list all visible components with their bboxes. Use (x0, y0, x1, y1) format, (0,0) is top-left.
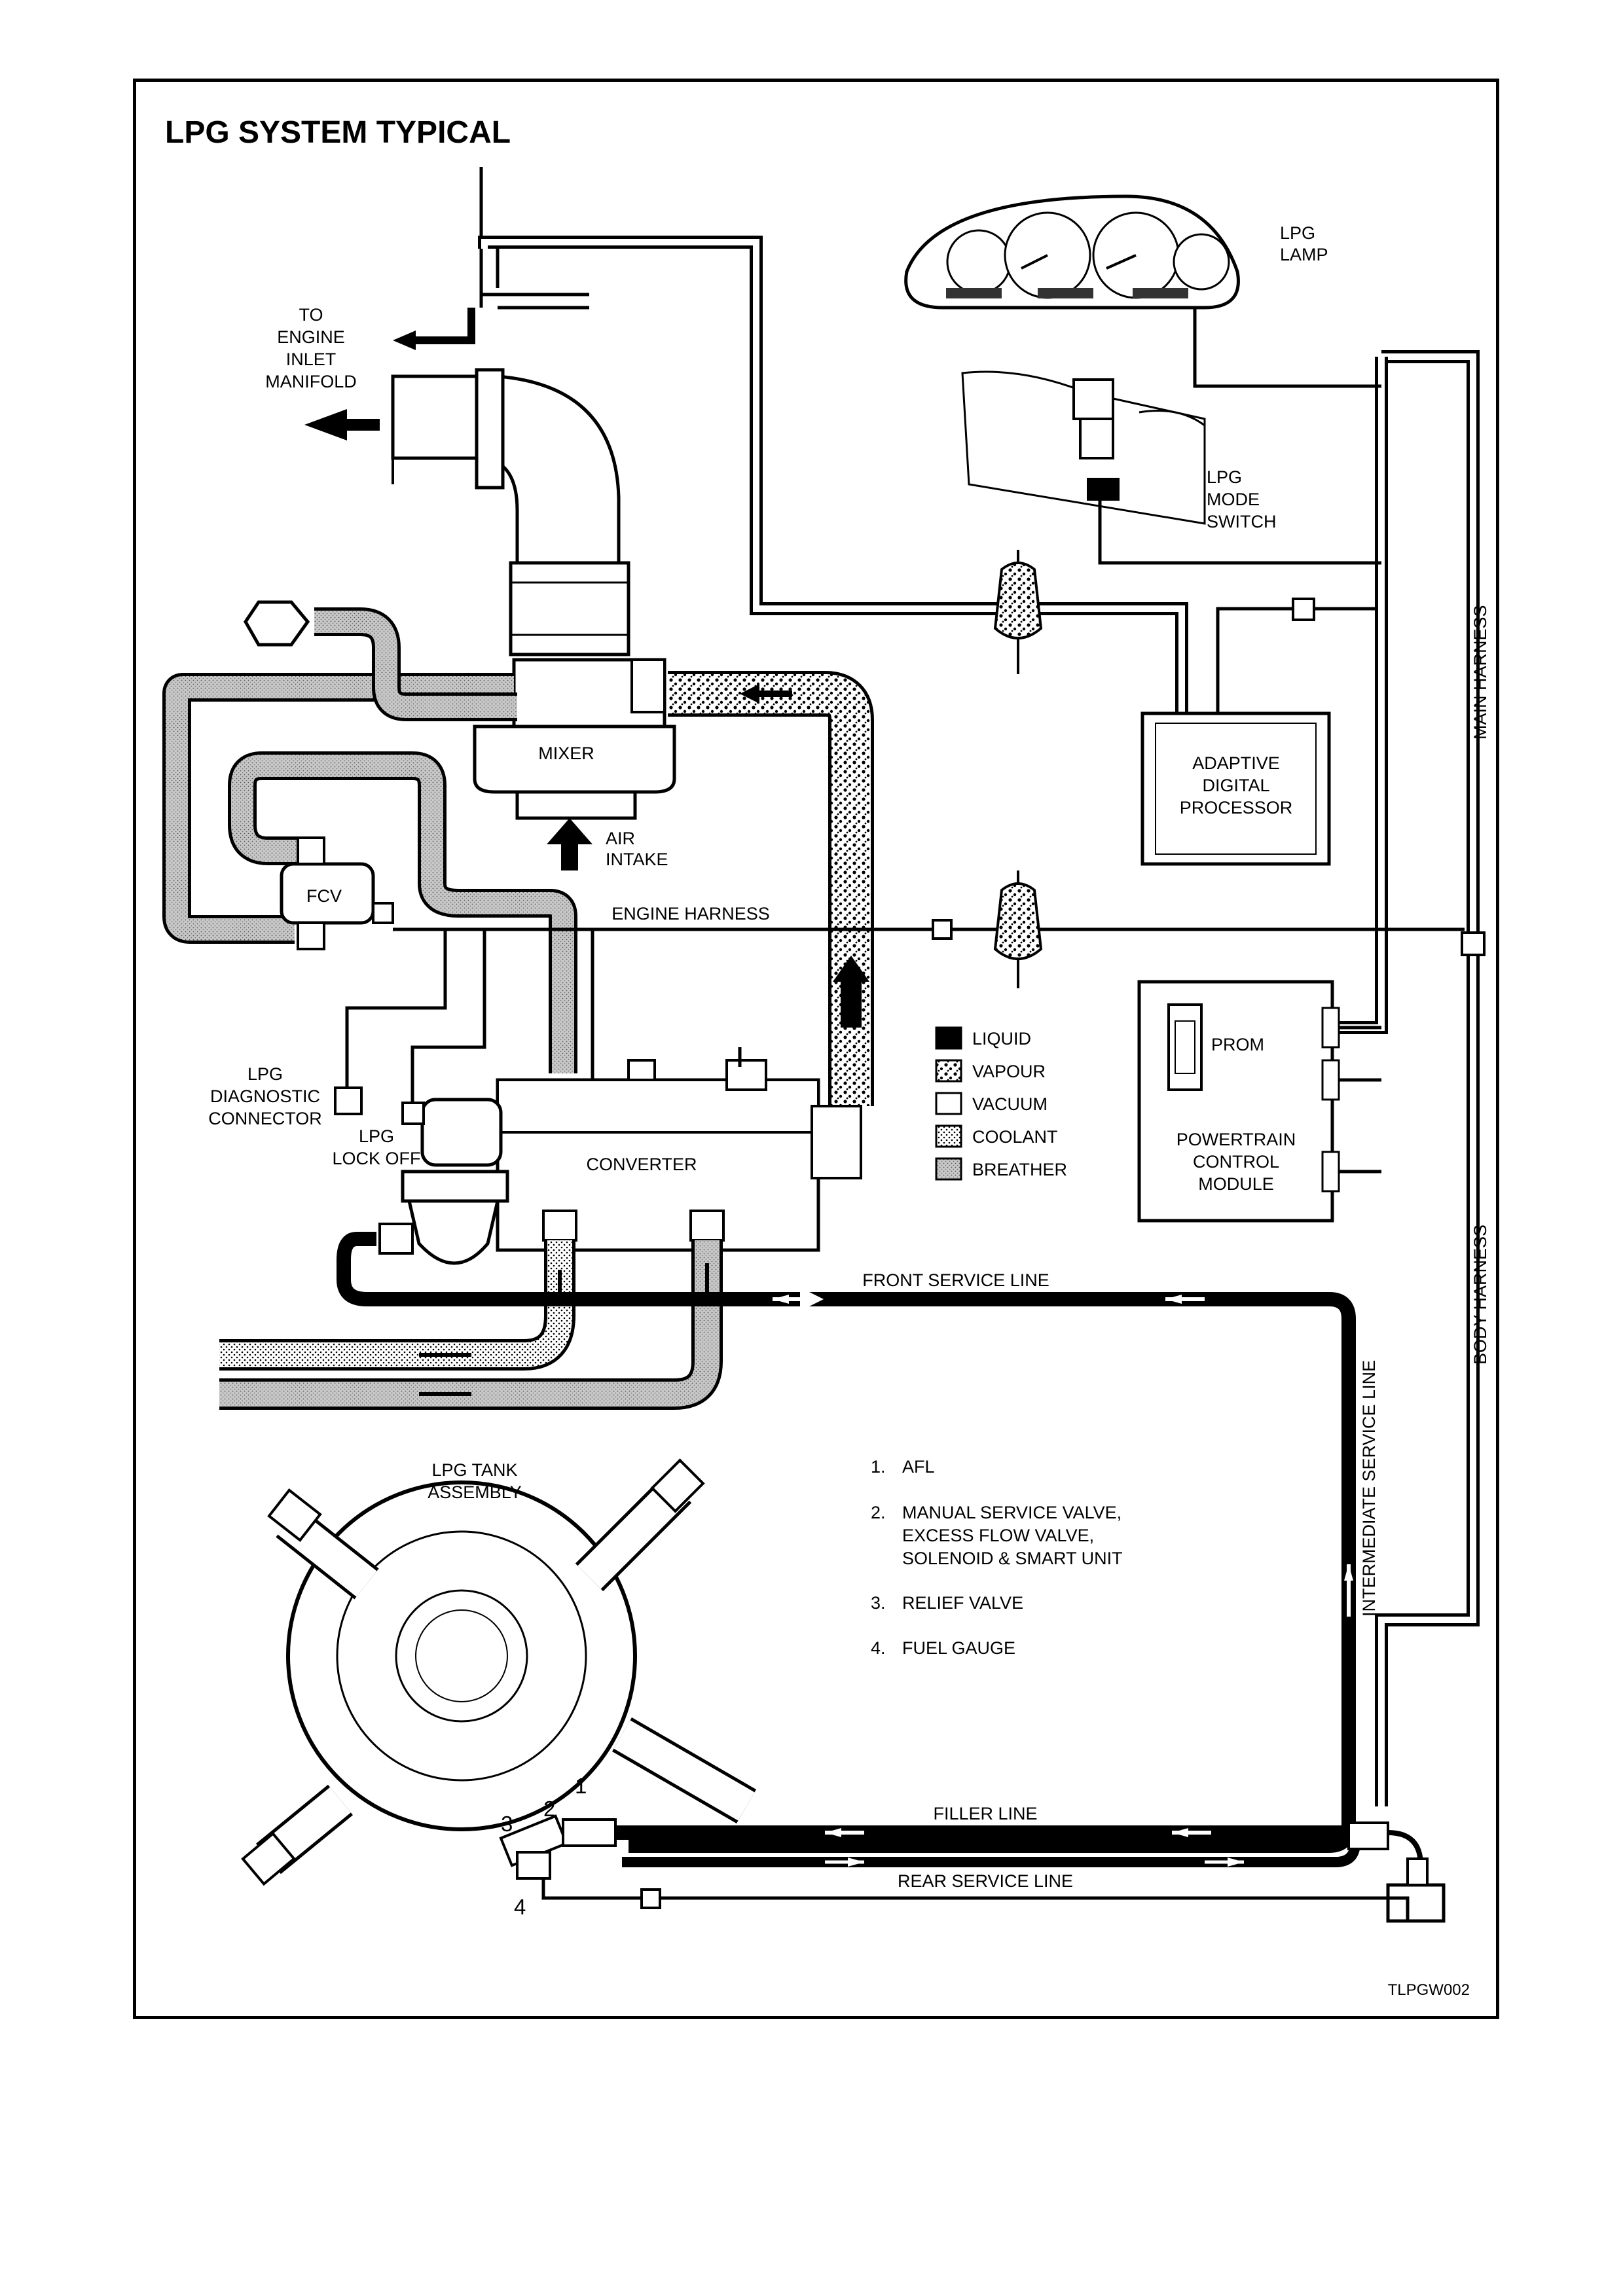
to-engine-label-line4: MANIFOLD (265, 372, 357, 391)
component-3-number: 3. (871, 1593, 886, 1613)
legend-swatch-coolant (935, 1124, 962, 1148)
callout-3: 3 (501, 1812, 513, 1836)
engine-harness-label: ENGINE HARNESS (611, 904, 770, 924)
legend-swatch-breather (935, 1157, 962, 1181)
component-2-line2: EXCESS FLOW VALVE, (902, 1526, 1094, 1545)
powertrain-control-module (1137, 980, 1340, 1223)
center-console (961, 370, 1206, 525)
mixer (473, 658, 676, 820)
front-service-line-label: FRONT SERVICE LINE (862, 1270, 1049, 1290)
adp-label-line3: PROCESSOR (1180, 798, 1293, 817)
harness-grommet-lower (993, 870, 1043, 988)
prom-label: PROM (1211, 1035, 1264, 1054)
intake-elbow (391, 368, 630, 656)
intermediate-service-line-label: INTERMEDIATE SERVICE LINE (1359, 1360, 1379, 1617)
component-4-line1: FUEL GAUGE (902, 1638, 1015, 1658)
body-harness-label: BODY HARNESS (1470, 1225, 1490, 1365)
mixer-label: MIXER (538, 744, 594, 763)
lpg-lock-off-valve (378, 1098, 509, 1265)
fcv-valve (280, 836, 394, 950)
component-2-line1: MANUAL SERVICE VALVE, (902, 1503, 1122, 1522)
tank-assembly-label-line1: LPG TANK (431, 1460, 517, 1480)
lpg-lamp-label-line2: LAMP (1280, 245, 1328, 264)
component-4-number: 4. (871, 1638, 886, 1658)
diag-connector-label-line3: CONNECTOR (208, 1109, 322, 1128)
component-2-number: 2. (871, 1503, 886, 1522)
converter-label: CONVERTER (586, 1155, 697, 1174)
rear-service-line-label: REAR SERVICE LINE (898, 1871, 1073, 1891)
legend-label-breather: BREATHER (972, 1160, 1067, 1179)
legend-swatch-vapour (935, 1059, 962, 1083)
converter (496, 1059, 862, 1252)
pcm-label-line3: MODULE (1198, 1174, 1274, 1194)
legend-swatch-liquid (935, 1026, 962, 1050)
legend-label-vapour: VAPOUR (972, 1062, 1046, 1081)
legend-swatch-vacuum (935, 1092, 962, 1115)
component-1-line1: AFL (902, 1457, 935, 1477)
diagram-frame (133, 79, 1499, 2019)
legend-label-liquid: LIQUID (972, 1029, 1031, 1049)
air-intake-label-line2: INTAKE (606, 850, 668, 869)
filler-fitting (1347, 1821, 1446, 1923)
callout-1: 1 (575, 1774, 587, 1798)
pcm-label-line1: POWERTRAIN (1176, 1130, 1296, 1149)
adp-label-line2: DIGITAL (1202, 776, 1269, 795)
lpg-mode-switch-label-line2: MODE (1207, 490, 1260, 509)
to-engine-label-line2: ENGINE (277, 327, 345, 347)
callout-2: 2 (543, 1797, 555, 1821)
lock-off-label-line2: LOCK OFF (332, 1149, 420, 1168)
tank-assembly-label-line2: ASSEMBLY (428, 1482, 522, 1502)
legend-label-vacuum: VACUUM (972, 1094, 1048, 1114)
diag-connector-label-line2: DIAGNOSTIC (210, 1086, 320, 1106)
to-engine-label-line1: TO (299, 305, 323, 325)
to-engine-label-line3: INLET (286, 350, 337, 369)
pcm-label-line2: CONTROL (1193, 1152, 1279, 1172)
lpg-lamp-label-line1: LPG (1280, 223, 1315, 243)
lpg-mode-switch-label-line3: SWITCH (1207, 512, 1276, 531)
fcv-label: FCV (306, 886, 342, 906)
callout-4: 4 (514, 1895, 526, 1919)
air-intake-label-line1: AIR (606, 829, 635, 848)
component-1-number: 1. (871, 1457, 886, 1477)
adp-label-line1: ADAPTIVE (1192, 753, 1280, 773)
adaptive-digital-processor (1140, 711, 1331, 866)
diagram-title: LPG SYSTEM TYPICAL (165, 115, 511, 150)
main-harness-label: MAIN HARNESS (1470, 605, 1490, 740)
component-2-line3: SOLENOID & SMART UNIT (902, 1549, 1123, 1568)
legend-label-coolant: COOLANT (972, 1127, 1058, 1147)
line-type-legend: LIQUID VAPOUR VACUUM COOLANT BREATHER (935, 1026, 1067, 1181)
component-list: 1. AFL 2. MANUAL SERVICE VALVE, EXCESS F… (871, 1457, 1123, 1658)
component-3-line1: RELIEF VALVE (902, 1593, 1023, 1613)
harness-grommet-upper (993, 550, 1043, 674)
filler-line-label: FILLER LINE (933, 1804, 1037, 1823)
lpg-mode-switch-label-line1: LPG (1207, 467, 1242, 487)
figure-code: TLPGW002 (1388, 1981, 1470, 1999)
instrument-cluster (904, 194, 1240, 310)
lock-off-label-line1: LPG (359, 1126, 394, 1146)
lpg-tank (241, 1458, 757, 1886)
diag-connector-label-line1: LPG (247, 1064, 283, 1084)
